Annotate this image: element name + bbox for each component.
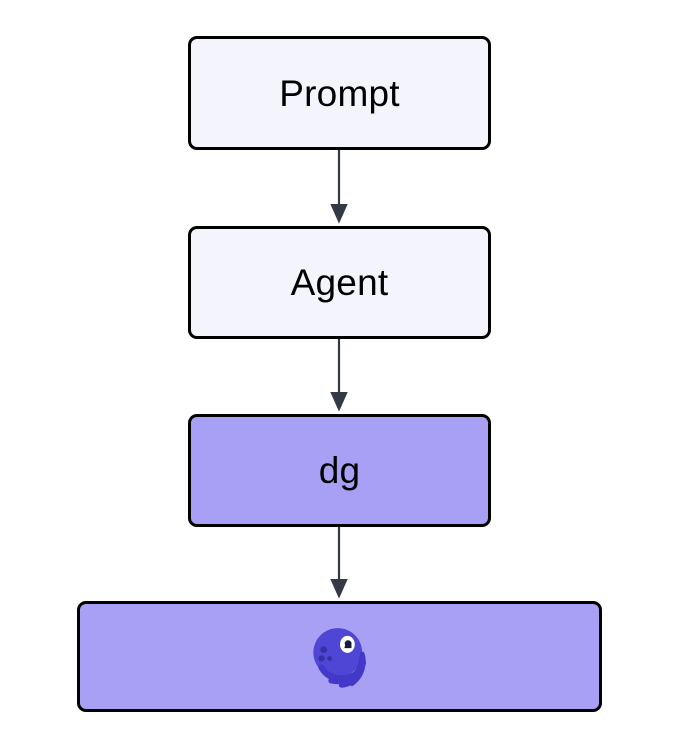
- node-dg-label: dg: [318, 450, 361, 491]
- node-dg[interactable]: dg: [188, 414, 491, 527]
- node-prompt-label: Prompt: [279, 72, 400, 114]
- node-octopus[interactable]: [77, 601, 602, 712]
- octopus-icon: [312, 627, 366, 688]
- node-agent-label: Agent: [290, 262, 389, 303]
- node-prompt[interactable]: Prompt: [188, 36, 491, 150]
- node-agent[interactable]: Agent: [188, 226, 491, 339]
